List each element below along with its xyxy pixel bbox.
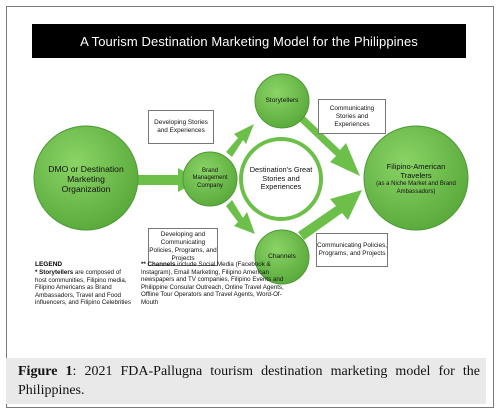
center-circle — [239, 137, 323, 221]
arrow-storytellers-to-target — [296, 112, 360, 176]
developing-stories-box: Developing Stories and Experiences — [148, 110, 214, 144]
brand-label: Brand Management Company — [186, 164, 234, 194]
figure-caption: Figure 1: 2021 FDA-Pallugna tourism dest… — [18, 362, 480, 400]
target-label-text: Filipino-American Travelers — [386, 162, 446, 181]
developing-stories-text: Developing Stories and Experiences — [154, 119, 208, 134]
brand-label-text: Brand Management Company — [192, 168, 228, 189]
caption-background — [6, 358, 486, 404]
communicating-stories-text: Communicating Stories and Experiences — [329, 104, 375, 128]
target-circle — [363, 125, 469, 231]
dmo-circle — [33, 125, 139, 231]
caption-label: Figure 1 — [18, 364, 73, 379]
storytellers-circle — [254, 73, 310, 129]
diagram-title: A Tourism Destination Marketing Model fo… — [32, 24, 466, 58]
channels-label-text: Channels — [268, 253, 296, 261]
arrow-dmo-to-brand — [128, 168, 200, 192]
legend-storytellers-label: * Storytellers — [35, 269, 74, 276]
arrow-brand-to-storytellers — [226, 124, 254, 157]
channels-circle — [254, 229, 310, 285]
dmo-label: DMO or Destination Marketing Organizatio… — [44, 150, 128, 208]
storytellers-label: Storytellers — [258, 94, 306, 108]
legend-channels: ** Channels include Social Media (Facebo… — [141, 261, 291, 306]
dmo-label-text: DMO or Destination Marketing Organizatio… — [48, 163, 124, 195]
brand-circle — [182, 151, 238, 207]
caption-text: : 2021 FDA-Pallugna tourism destination … — [18, 364, 480, 398]
arrow-brand-to-channels — [226, 200, 255, 234]
communicating-policies-text: Communicating Policies, Programs, and Pr… — [317, 242, 387, 257]
communicating-policies-box: Communicating Policies, Programs, and Pr… — [316, 233, 388, 267]
target-sublabel-text: (as a Niche Market and Brand Ambassadors… — [376, 181, 456, 195]
diagram-title-text: A Tourism Destination Marketing Model fo… — [80, 33, 418, 49]
target-label: Filipino-American Travelers (as a Niche … — [374, 150, 458, 208]
center-label: Destination's Great Stories and Experien… — [248, 157, 314, 201]
legend-title: LEGEND — [35, 261, 63, 268]
legend-channels-label: ** Channels — [141, 261, 176, 268]
legend-storytellers: * Storytellers are composed of host comm… — [35, 269, 133, 307]
center-label-text: Destination's Great Stories and Experien… — [249, 164, 313, 192]
storytellers-label-text: Storytellers — [265, 97, 299, 105]
legend-storytellers-text: are composed of host communities, Filipi… — [35, 269, 131, 307]
developing-policies-text: Developing and Communicating Policies, P… — [149, 231, 217, 262]
developing-policies-box: Developing and Communicating Policies, P… — [148, 228, 218, 266]
communicating-stories-box: Communicating Stories and Experiences — [318, 99, 386, 134]
legend-channels-text: include Social Media (Facebook & Instagr… — [141, 261, 284, 306]
channels-label: Channels — [258, 250, 306, 264]
arrow-channels-to-target — [298, 190, 362, 240]
